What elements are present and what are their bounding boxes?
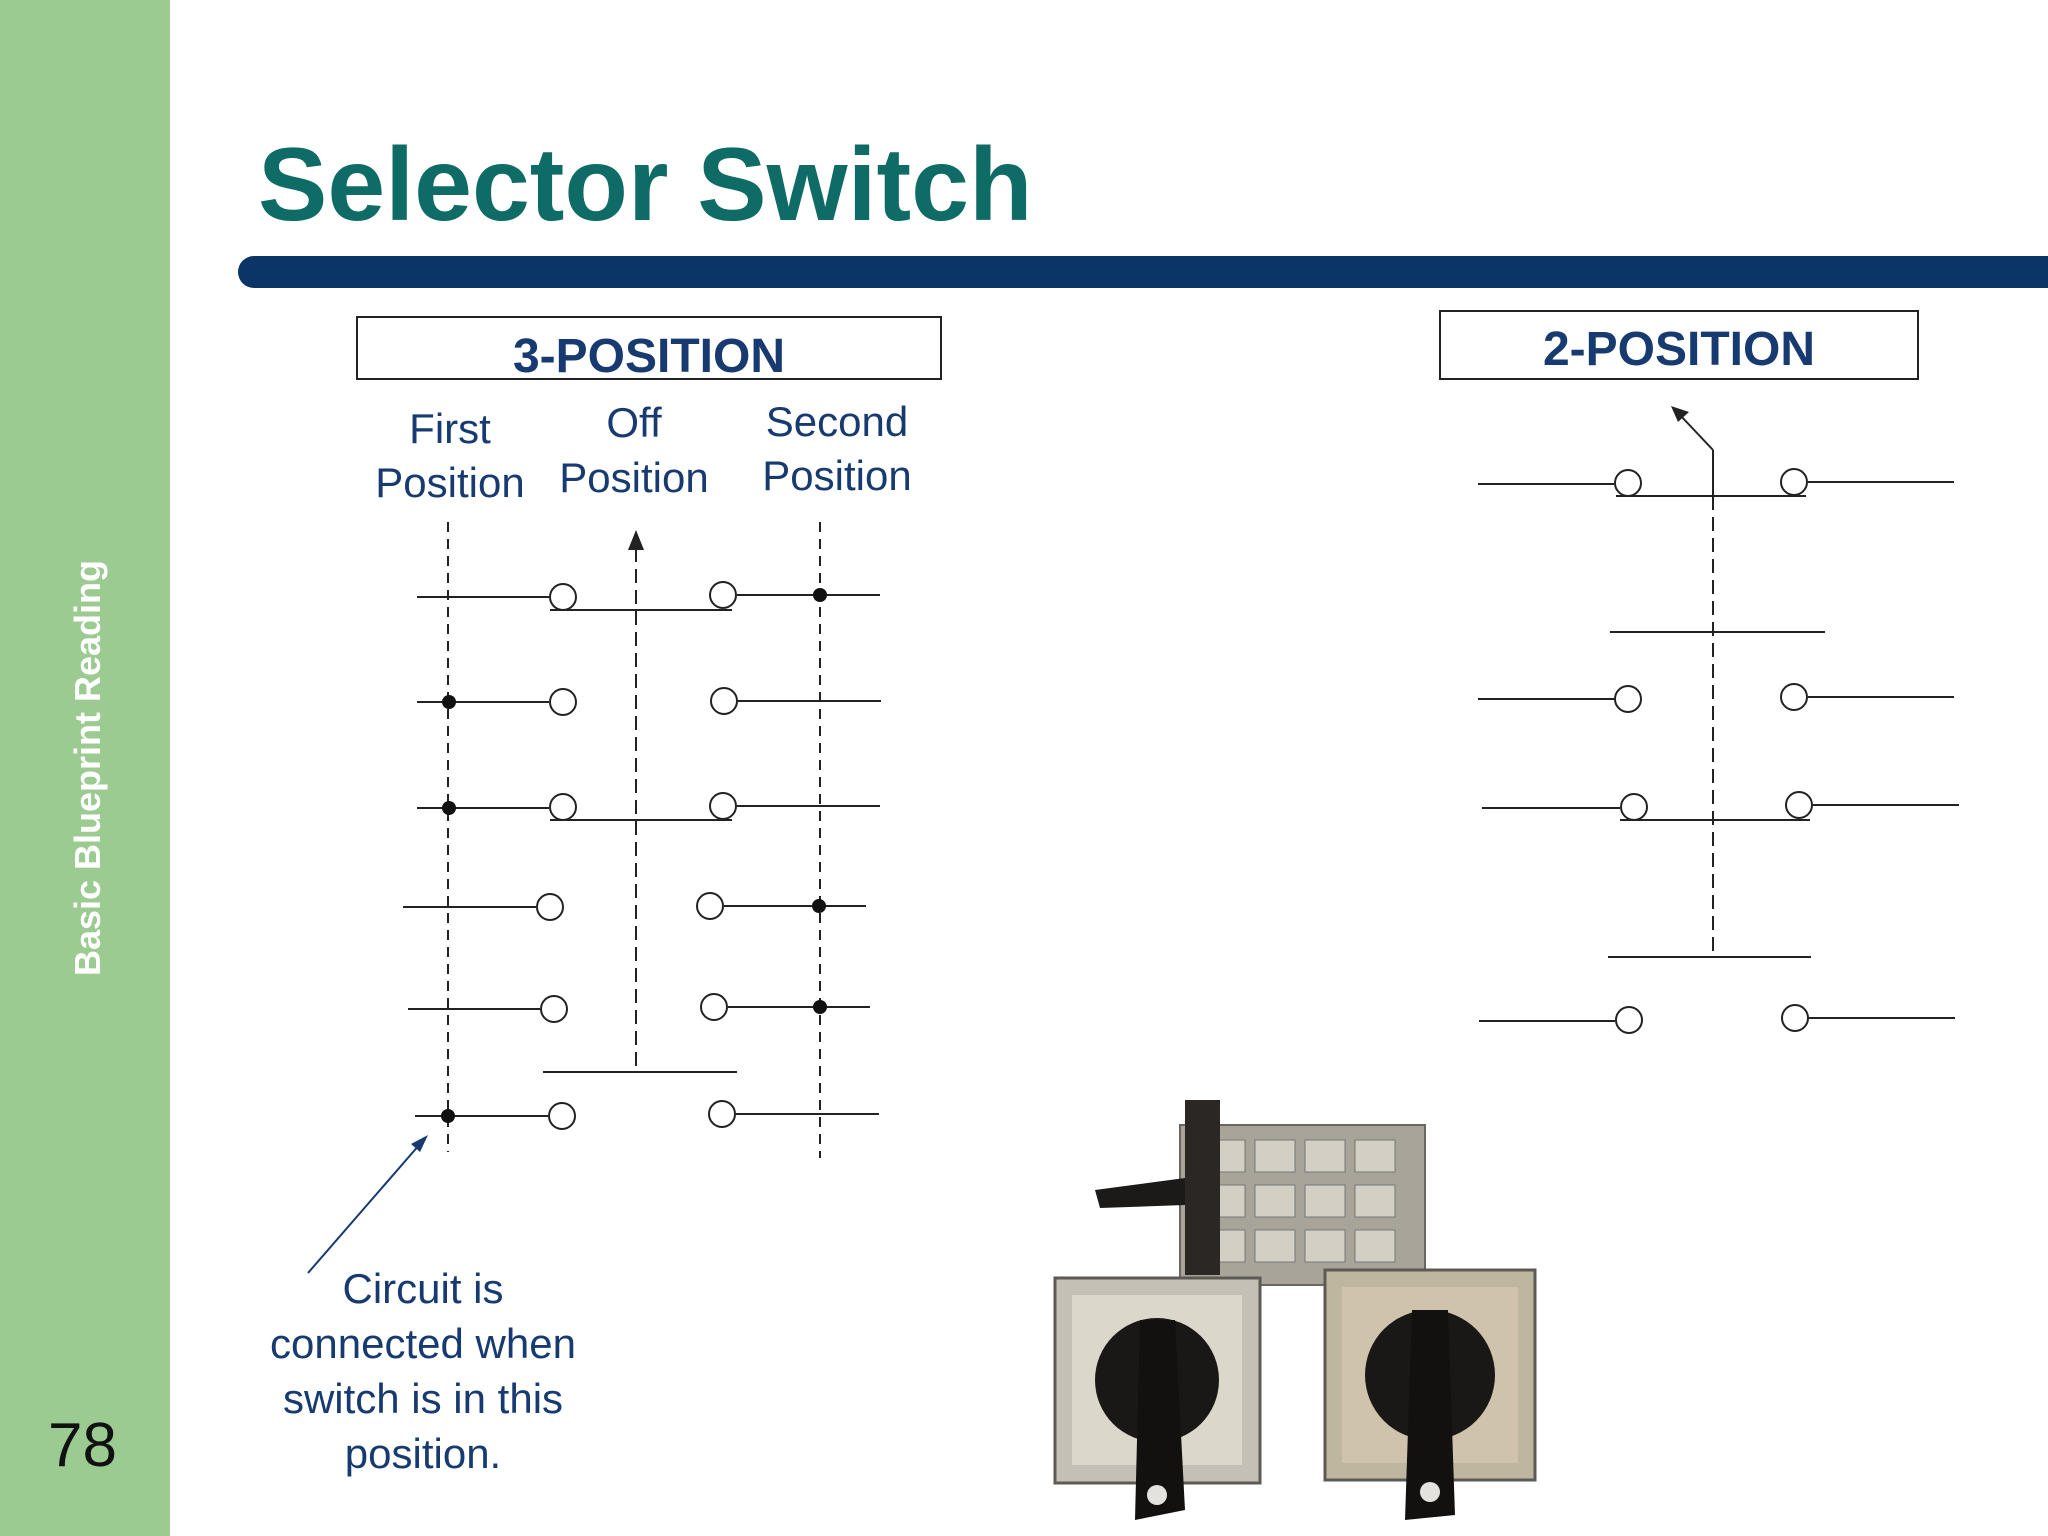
contact-row-5 (408, 993, 870, 1023)
three-position-header-box (356, 316, 942, 380)
terminal-circle (700, 993, 728, 1021)
terminal-circle (1614, 685, 1642, 713)
col-off-label-1: Off (606, 399, 662, 446)
terminal-circle (710, 687, 738, 715)
annotation-line-3: switch is in this (283, 1375, 563, 1422)
annotation-arrowhead (411, 1135, 428, 1152)
contact-row-3 (1482, 791, 1959, 821)
terminal-circle (708, 1100, 736, 1128)
slide-title: Selector Switch (258, 127, 1033, 243)
title-rule (238, 256, 2048, 288)
selector-switch-photo (1053, 1100, 1537, 1520)
closed-contact-dot (813, 1000, 827, 1014)
terminal-circle (696, 892, 724, 920)
col-off-label-2: Position (559, 454, 708, 501)
annotation-line-4: position. (345, 1430, 501, 1477)
annotation-line-2: connected when (270, 1320, 576, 1367)
sidebar: Basic Blueprint Reading 78 (0, 0, 170, 1536)
annotation: Circuit is connected when switch is in t… (270, 1265, 576, 1477)
closed-contact-dot (812, 899, 826, 913)
terminal-circle (1615, 1006, 1643, 1034)
two-position-diagram: 2-POSITION (1439, 310, 1959, 1034)
terminal-circle (536, 893, 564, 921)
actuator-slant (1679, 414, 1714, 451)
contact-row-6 (415, 1100, 879, 1130)
col-second-label-2: Position (762, 452, 911, 499)
terminal-circle (549, 688, 577, 716)
terminal-circle (1781, 1004, 1809, 1032)
terminal-circle (1785, 791, 1813, 819)
three-position-header: 3-POSITION (513, 330, 785, 383)
terminal-circle (549, 583, 577, 611)
col-second-label-1: Second (766, 398, 908, 445)
two-position-header: 2-POSITION (1543, 323, 1815, 376)
contact-row-4 (1479, 1004, 1955, 1034)
contact-row-3 (417, 792, 880, 821)
col-first-label-2: Position (375, 459, 524, 506)
contact-row-2 (1478, 683, 1954, 713)
annotation-line-1: Circuit is (342, 1265, 503, 1312)
terminal-circle (1780, 468, 1808, 496)
actuator-arrowhead (1671, 406, 1689, 422)
two-position-header-box (1439, 310, 1919, 380)
terminal-circle (540, 995, 568, 1023)
actuator-arrow (628, 530, 644, 550)
terminal-circle (1620, 793, 1648, 821)
closed-contact-dot (813, 588, 827, 602)
three-position-diagram: 3-POSITION First Position Off Position S… (307, 316, 942, 1274)
contact-row-4 (403, 892, 866, 921)
closed-contact-dot (441, 1109, 455, 1123)
contact-row-2 (417, 687, 881, 716)
terminal-circle (1780, 683, 1808, 711)
contact-row-1 (417, 581, 880, 611)
terminal-circle (1614, 469, 1642, 497)
contact-row-1 (1478, 468, 1954, 497)
page-number: 78 (48, 1411, 117, 1480)
terminal-circle (709, 792, 737, 820)
terminal-circle (549, 793, 577, 821)
closed-contact-dot (442, 801, 456, 815)
annotation-arrow-line (307, 1143, 421, 1274)
terminal-circle (548, 1102, 576, 1130)
col-first-label-1: First (409, 405, 491, 452)
closed-contact-dot (442, 695, 456, 709)
terminal-circle (709, 581, 737, 609)
